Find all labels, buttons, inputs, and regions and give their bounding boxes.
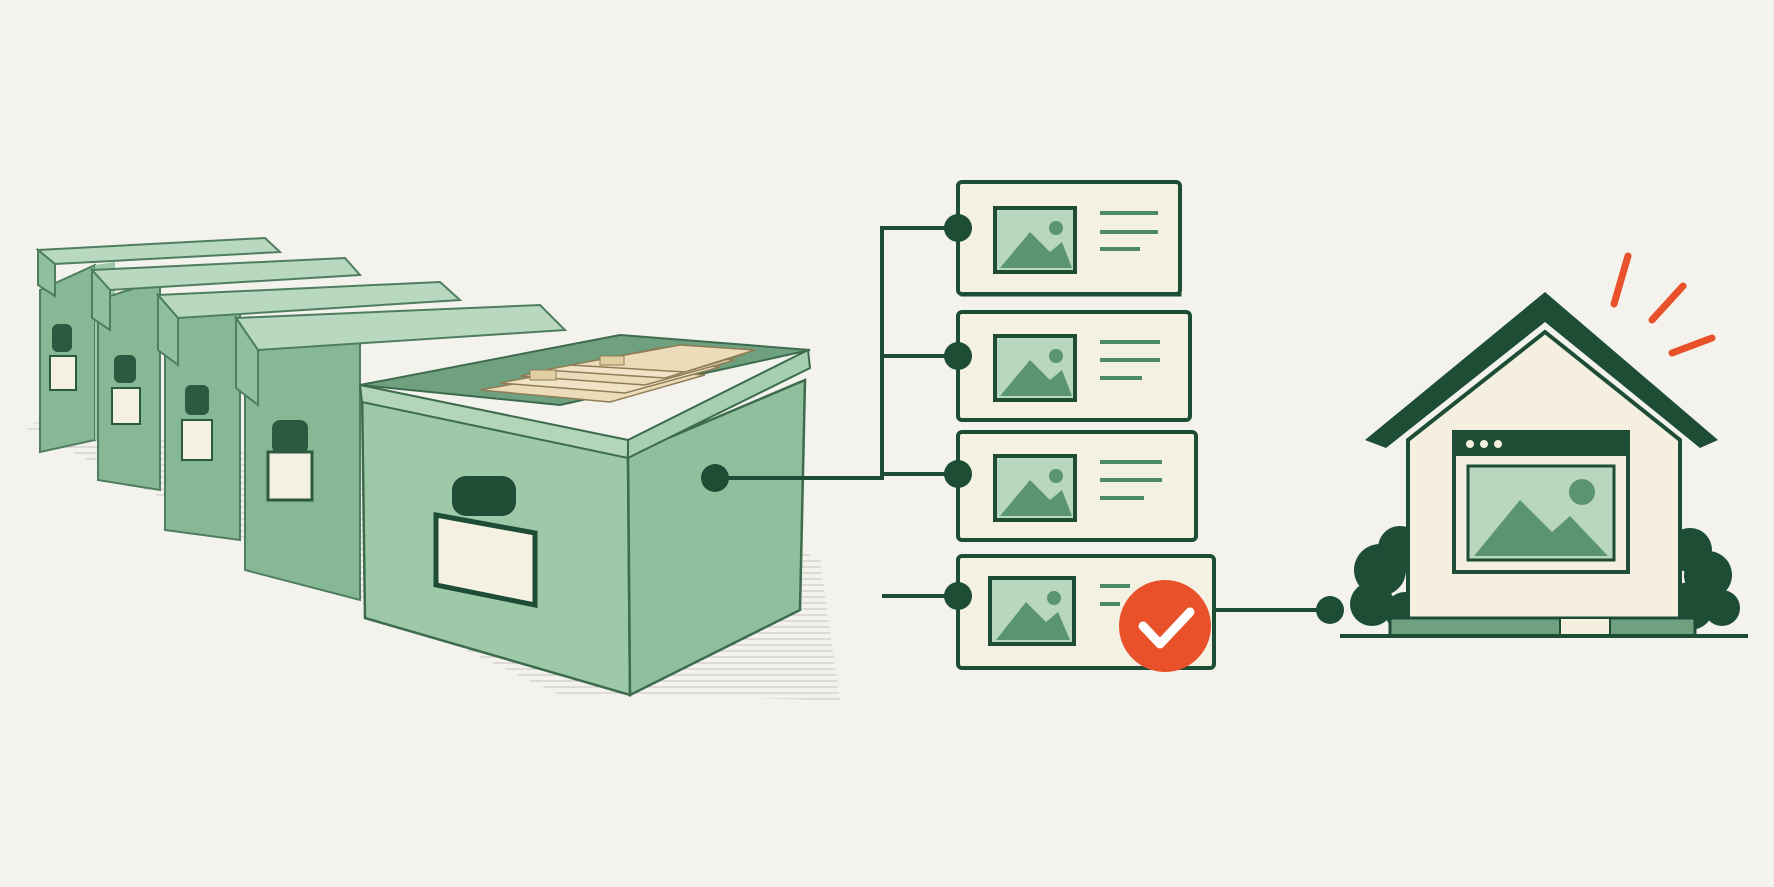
connector-cards-to-house [1214,596,1344,624]
mountain-image-icon [993,206,1077,274]
box-handle-icon [452,476,516,516]
image-card-icon[interactable] [956,430,1198,542]
mountain-image-icon [993,334,1077,402]
open-archive-box-icon [358,333,812,698]
mountain-image-icon [993,454,1077,522]
connector-node [1316,596,1344,624]
connector-node [944,582,972,610]
house-icon [1340,252,1748,638]
file-folder-icon [479,344,756,403]
image-card-icon[interactable] [956,310,1192,422]
spark-burst-icon [1610,252,1716,357]
connector-node [944,214,972,242]
archive-box-icon [89,256,363,492]
archive-box-icon [234,303,568,602]
mountain-image-icon [988,576,1076,646]
image-cards-stack [944,180,1216,672]
image-card-icon[interactable] [956,180,1182,297]
checkmark-badge-icon [1119,580,1211,672]
connector-node [944,460,972,488]
browser-window-icon [1452,430,1630,574]
archive-box-icon [155,280,463,542]
mountain-image-icon [1466,464,1616,562]
archive-boxes-group [20,236,840,700]
connector-node [701,464,729,492]
connector-node [944,342,972,370]
box-label [433,512,538,609]
